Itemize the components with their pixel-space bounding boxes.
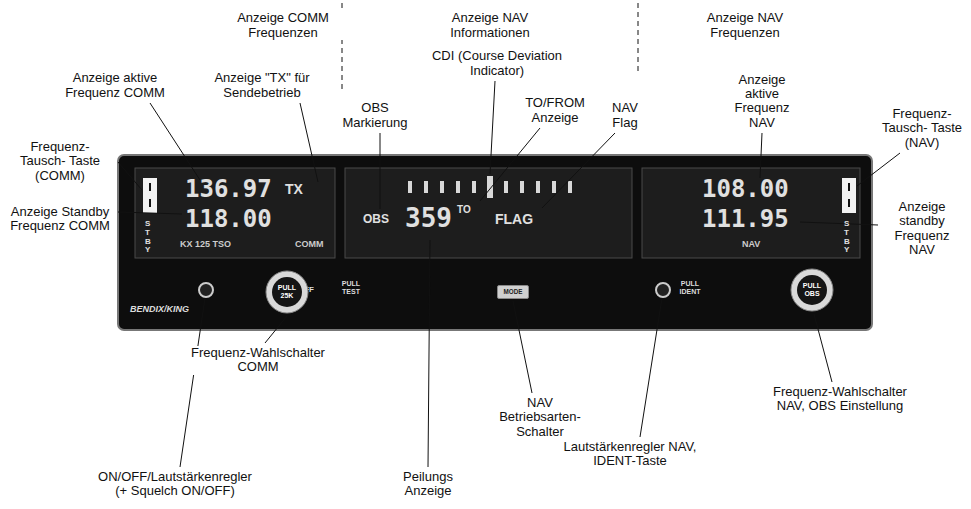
callout-label: ON/OFF/Lautstärkenregler (+ Squelch ON/O… — [90, 470, 260, 499]
callout-label: Frequenz-Wahlschalter NAV, OBS Einstellu… — [763, 385, 918, 414]
transmit-indicator: TX — [285, 182, 303, 197]
panel-bezel — [118, 155, 872, 330]
callout-label: Anzeige "TX" für Sendebetrieb — [200, 71, 325, 100]
obs-mark: OBS — [363, 213, 389, 226]
standby-frequency: 111.95 — [702, 206, 789, 232]
brand-label: BENDIX/KING — [130, 305, 189, 315]
panel-text: PULL IDENT — [675, 280, 705, 295]
section-divider — [342, 3, 638, 92]
display-window — [642, 168, 860, 258]
section-label: COMM — [295, 240, 324, 250]
callout-label: NAV Flag — [600, 101, 650, 130]
active-frequency: 136.97 — [185, 176, 272, 202]
callout-label: Peilungs Anzeige — [393, 470, 463, 499]
callout-label: OBS Markierung — [335, 101, 415, 130]
comm-frequency-knob: PULL 25K — [265, 270, 309, 314]
nav-flag: FLAG — [495, 212, 533, 227]
panel-text: PULL TEST — [338, 280, 364, 295]
nav-frequency-knob: PULL OBS — [790, 268, 834, 312]
callout-label: Anzeige aktive Frequenz COMM — [63, 71, 167, 100]
callout-label: Anzeige NAV Frequenzen — [685, 11, 805, 40]
display-window — [345, 168, 632, 258]
callout-label: Frequenz-Tausch- Taste (COMM) — [6, 140, 114, 183]
cdi-scale — [408, 176, 572, 198]
volume-knob — [199, 283, 213, 297]
standby-frequency: 118.00 — [185, 206, 272, 232]
model-label: KX 125 TSO — [180, 240, 231, 250]
knob-label: PULL 25K — [274, 284, 300, 299]
knob-ring — [791, 269, 833, 311]
callout-label: Frequenz-Wahlschalter COMM — [188, 346, 328, 375]
standby-mark: STBY — [145, 220, 149, 255]
callout-label: Anzeige standby Frequenz NAV — [880, 200, 964, 257]
callout-label: Frequenz-Tausch- Taste (NAV) — [880, 107, 964, 150]
callout-label: Anzeige COMM Frequenzen — [223, 11, 343, 40]
mode-button: MODE — [497, 285, 529, 299]
callout-label: NAV Betriebsarten- Schalter — [488, 396, 593, 439]
knob-face — [272, 277, 302, 307]
to-from-indicator: TO — [457, 204, 471, 215]
flip-flop-mark — [149, 183, 151, 207]
callout-label: Lautstärkenregler NAV, IDENT-Taste — [555, 440, 705, 469]
nav-info-display: OBS 359 TO FLAG — [345, 168, 632, 258]
callout-label: Anzeige Standby Frequenz COMM — [6, 205, 114, 234]
section-label: NAV — [742, 240, 760, 250]
flip-flop-mark — [848, 183, 850, 207]
active-frequency: 108.00 — [702, 176, 789, 202]
radio-panel: OFFPULL TESTBENDIX/KINGPULL IDENT136.97T… — [118, 155, 872, 330]
knob-ring — [266, 271, 308, 313]
nav-display: 108.00 111.95STBY NAV — [642, 168, 860, 258]
callout-label: CDI (Course Deviation Indicator) — [427, 49, 567, 78]
callout-label: Anzeige NAV Informationen — [420, 11, 560, 40]
knob-face — [797, 275, 827, 305]
standby-mark: STBY — [844, 220, 848, 255]
flip-flop-key — [143, 178, 157, 213]
bearing-value: 359 — [405, 204, 452, 233]
ident-knob — [656, 283, 670, 297]
comm-display: 136.97 TX 118.00STBY KX 125 TSO COMM — [135, 168, 335, 258]
button-label: MODE — [498, 289, 528, 296]
flip-flop-key — [842, 178, 856, 213]
callout-label: Anzeige aktive Frequenz NAV — [720, 73, 805, 130]
knob-label: PULL OBS — [799, 282, 825, 297]
callout-label: TO/FROM Anzeige — [518, 96, 593, 125]
